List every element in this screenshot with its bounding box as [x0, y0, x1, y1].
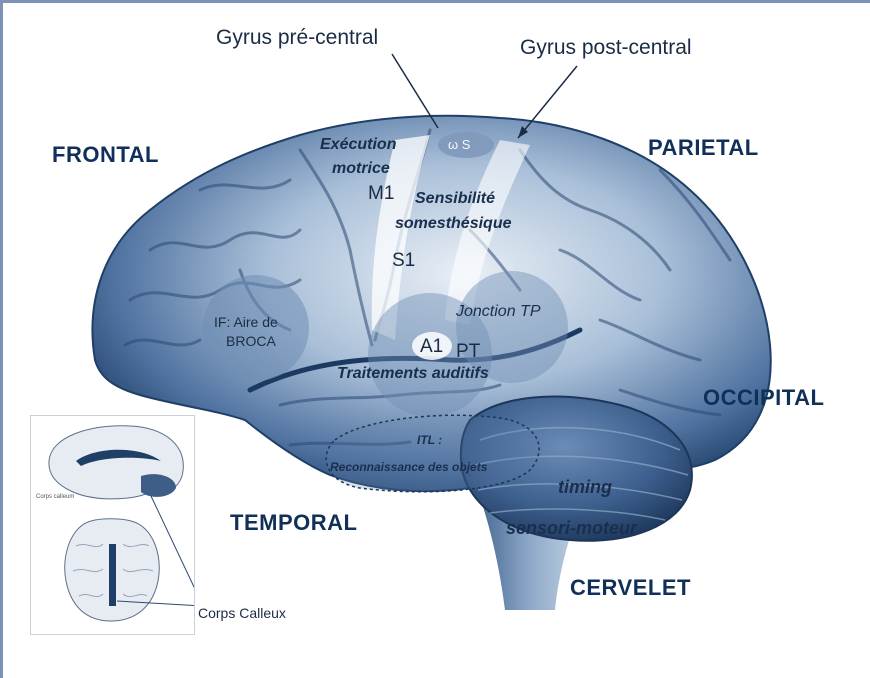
label-timing: timing	[558, 477, 612, 498]
label-a1: A1	[420, 336, 443, 358]
label-occipital: OCCIPITAL	[703, 385, 824, 411]
label-ws: ω S	[448, 137, 470, 152]
label-precentral-gyrus: Gyrus pré-central	[216, 26, 378, 50]
label-frontal: FRONTAL	[52, 142, 159, 168]
label-sensibilite: Sensibilité	[415, 190, 495, 208]
label-pt: PT	[456, 341, 480, 363]
label-corps-calleux: Corps Calleux	[198, 605, 286, 621]
label-s1: S1	[392, 250, 415, 272]
label-m1: M1	[368, 183, 394, 205]
label-motrice: motrice	[332, 160, 390, 178]
label-broca-line2: BROCA	[226, 333, 276, 349]
label-jonction-tp: Jonction TP	[456, 303, 540, 321]
label-inset-tiny: Corps calleum	[36, 494, 74, 500]
label-cervelet: CERVELET	[570, 575, 691, 601]
label-itl: ITL :	[417, 433, 442, 447]
label-broca-line1: IF: Aire de	[214, 314, 278, 330]
label-execution: Exécution	[320, 136, 396, 154]
label-temporal: TEMPORAL	[230, 510, 357, 536]
label-traitements-auditifs: Traitements auditifs	[337, 365, 489, 383]
label-parietal: PARIETAL	[648, 135, 759, 161]
label-somesthesique: somesthésique	[395, 215, 511, 233]
label-postcentral-gyrus: Gyrus post-central	[520, 36, 692, 60]
label-reconnaissance-objets: Reconnaissance des objets	[330, 460, 487, 474]
inset-panel	[30, 415, 195, 635]
inset-brain-illustrations	[31, 416, 194, 634]
label-sensori-moteur: sensori-moteur	[506, 518, 637, 539]
inset-top-callosum	[109, 544, 116, 606]
